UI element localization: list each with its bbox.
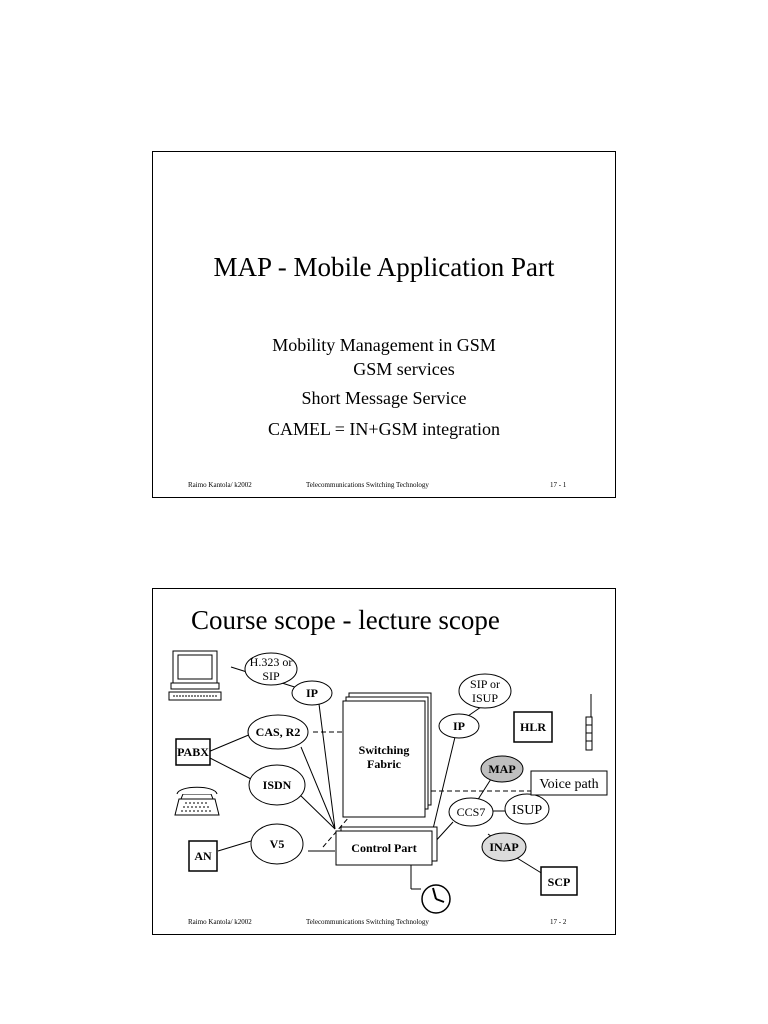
voice-path-box <box>530 770 608 796</box>
isup-ellipse <box>504 793 550 825</box>
connector-line <box>298 793 336 830</box>
connector-line <box>516 857 544 875</box>
isdn-label: ISDN <box>263 778 292 792</box>
switching-fabric-label-1: Switching <box>359 743 410 757</box>
scp-label: SCP <box>548 875 571 889</box>
mobile-phone-icon <box>585 694 593 751</box>
hlr-label: HLR <box>520 720 546 734</box>
connector-line <box>467 706 482 717</box>
sip-isup-ellipse <box>458 673 512 709</box>
slide-2-title: Course scope - lecture scope <box>191 605 500 635</box>
control-part-box <box>335 830 433 866</box>
slide-1-title: MAP - Mobile Application Part <box>213 252 555 282</box>
hlr-box <box>513 711 553 743</box>
footer-author: Raimo Kantola/ k2002 <box>188 481 252 489</box>
slide-1: MAP - Mobile Application Part Mobility M… <box>152 151 616 498</box>
ccs7-label: CCS7 <box>457 805 486 819</box>
bullet-item: CAMEL = IN+GSM integration <box>267 419 501 439</box>
an-box <box>188 840 218 872</box>
footer-course: Telecommunications Switching Technology <box>306 918 429 926</box>
ip1-label: IP <box>306 686 318 700</box>
computer-icon <box>168 650 222 701</box>
slide-1-footer: Raimo Kantola/ k2002 Telecommunications … <box>153 481 615 491</box>
isdn-ellipse <box>248 764 306 806</box>
h323-ellipse <box>244 652 298 686</box>
bullet-item: Short Message Service <box>301 388 467 408</box>
inap-ellipse <box>481 832 527 862</box>
connector-line <box>300 746 336 830</box>
isup-label: ISUP <box>512 803 543 818</box>
ip2-ellipse <box>438 713 480 739</box>
network-diagram: H.323 or SIP IP SIP or ISUP IP HLR CAS, … <box>168 650 608 914</box>
an-label: AN <box>194 849 212 863</box>
footer-page: 17 - 1 <box>550 481 567 489</box>
inap-label: INAP <box>489 840 518 854</box>
pabx-box <box>175 738 211 766</box>
voice-path-label: Voice path <box>539 777 598 792</box>
slide-2-footer: Raimo Kantola/ k2002 Telecommunications … <box>153 918 615 928</box>
sip-isup-label-2: ISUP <box>472 691 498 705</box>
slide-2: Course scope - lecture scope <box>152 588 616 935</box>
connector-line <box>207 733 252 753</box>
bullet-item: GSM services <box>353 359 455 379</box>
footer-course: Telecommunications Switching Technology <box>306 481 429 489</box>
h323-label-2: SIP <box>262 669 280 683</box>
telephone-icon <box>174 786 220 816</box>
footer-page: 17 - 2 <box>550 918 567 926</box>
connector-line <box>476 778 492 802</box>
map-ellipse <box>480 755 524 783</box>
slide-1-bullets: Mobility Management in GSM GSM services … <box>153 332 615 442</box>
cas-ellipse <box>247 714 309 750</box>
cas-label: CAS, R2 <box>256 725 301 739</box>
control-part-label: Control Part <box>351 841 416 855</box>
switching-fabric-label-2: Fabric <box>367 757 402 771</box>
connector-line <box>318 703 336 830</box>
connector-line <box>432 736 456 830</box>
connector-line <box>217 840 252 852</box>
ip1-ellipse <box>291 680 333 706</box>
switching-fabric-box <box>342 700 426 818</box>
connector-line <box>207 756 252 780</box>
sip-isup-label-1: SIP or <box>470 677 500 691</box>
bullet-item: Mobility Management in GSM <box>272 335 496 355</box>
map-label: MAP <box>488 762 515 776</box>
ccs7-ellipse <box>448 797 494 827</box>
pabx-label: PABX <box>177 745 209 759</box>
h323-label-1: H.323 or <box>250 655 293 669</box>
v5-ellipse <box>250 823 304 865</box>
ip2-label: IP <box>453 719 465 733</box>
v5-label: V5 <box>270 837 285 851</box>
footer-author: Raimo Kantola/ k2002 <box>188 918 252 926</box>
scp-box <box>540 866 578 896</box>
